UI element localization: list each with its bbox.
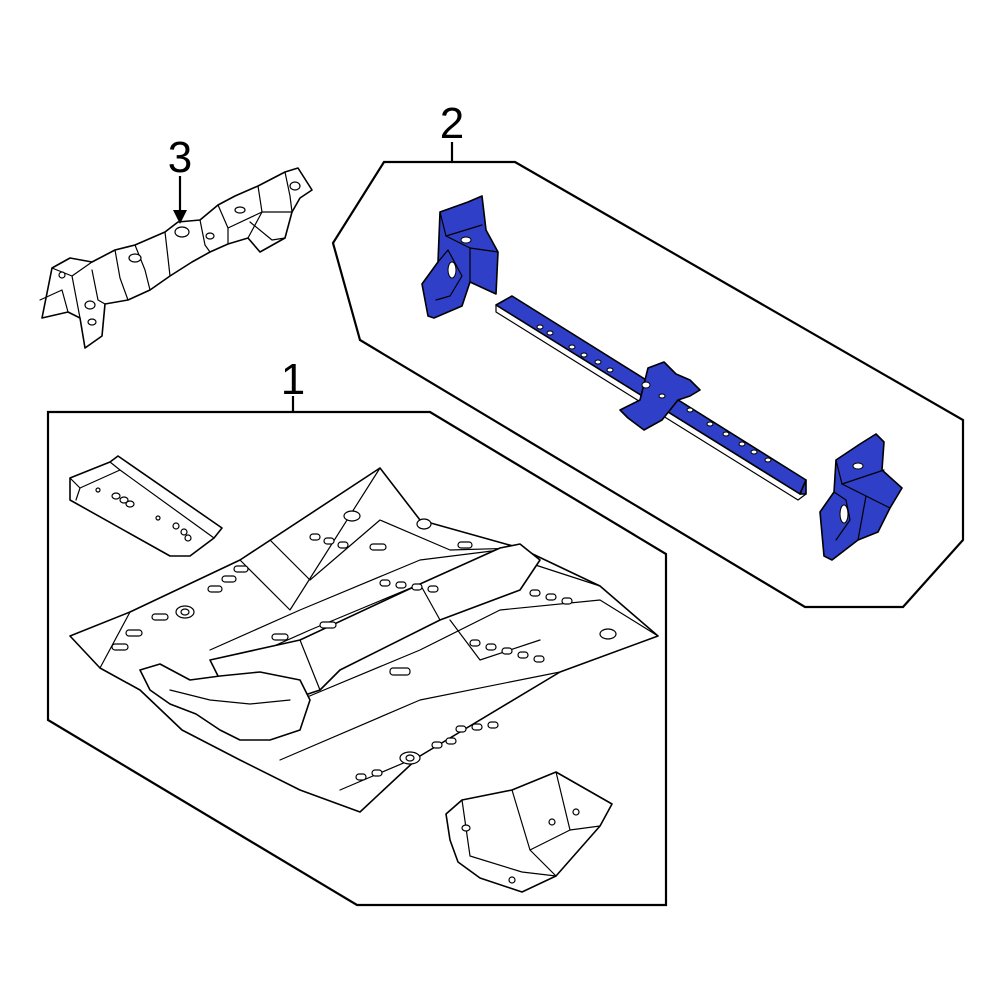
- left-bracket-body: [421, 195, 499, 319]
- right-bracket-part-2[interactable]: [819, 433, 903, 561]
- callout-3-label: 3: [168, 133, 192, 182]
- crossmember-assembly-frame: [331, 160, 965, 609]
- crossmember-beam-part-2[interactable]: [495, 295, 807, 501]
- callout-3-arrowhead: [173, 210, 187, 224]
- callout-2-label: 2: [440, 99, 464, 148]
- floor-pan-part-1[interactable]: [69, 467, 659, 813]
- left-bracket-part-2[interactable]: [421, 195, 499, 319]
- callout-1-label: 1: [281, 355, 305, 404]
- callout-1: 1: [281, 355, 305, 413]
- seat-bracket[interactable]: [69, 455, 223, 557]
- front-rail-part-3[interactable]: [39, 167, 313, 349]
- rear-floor-bracket[interactable]: [445, 771, 613, 893]
- callout-2: 2: [440, 99, 464, 163]
- floor-pan-frame: [46, 410, 668, 907]
- callout-3: 3: [168, 133, 192, 224]
